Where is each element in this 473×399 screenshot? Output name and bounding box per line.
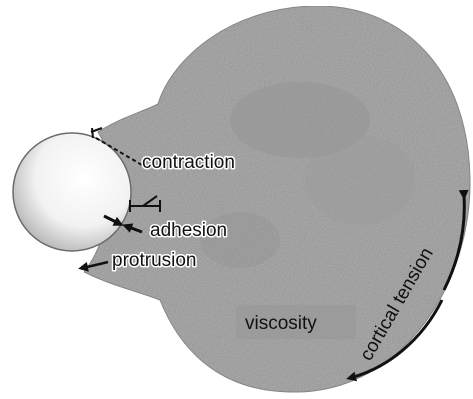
cell-texture-patch [305, 135, 415, 225]
label-contraction: contraction [142, 152, 235, 173]
label-protrusion: protrusion [112, 250, 197, 271]
bead [13, 133, 131, 251]
label-viscosity: viscosity [245, 313, 317, 334]
label-adhesion: adhesion [150, 220, 227, 241]
